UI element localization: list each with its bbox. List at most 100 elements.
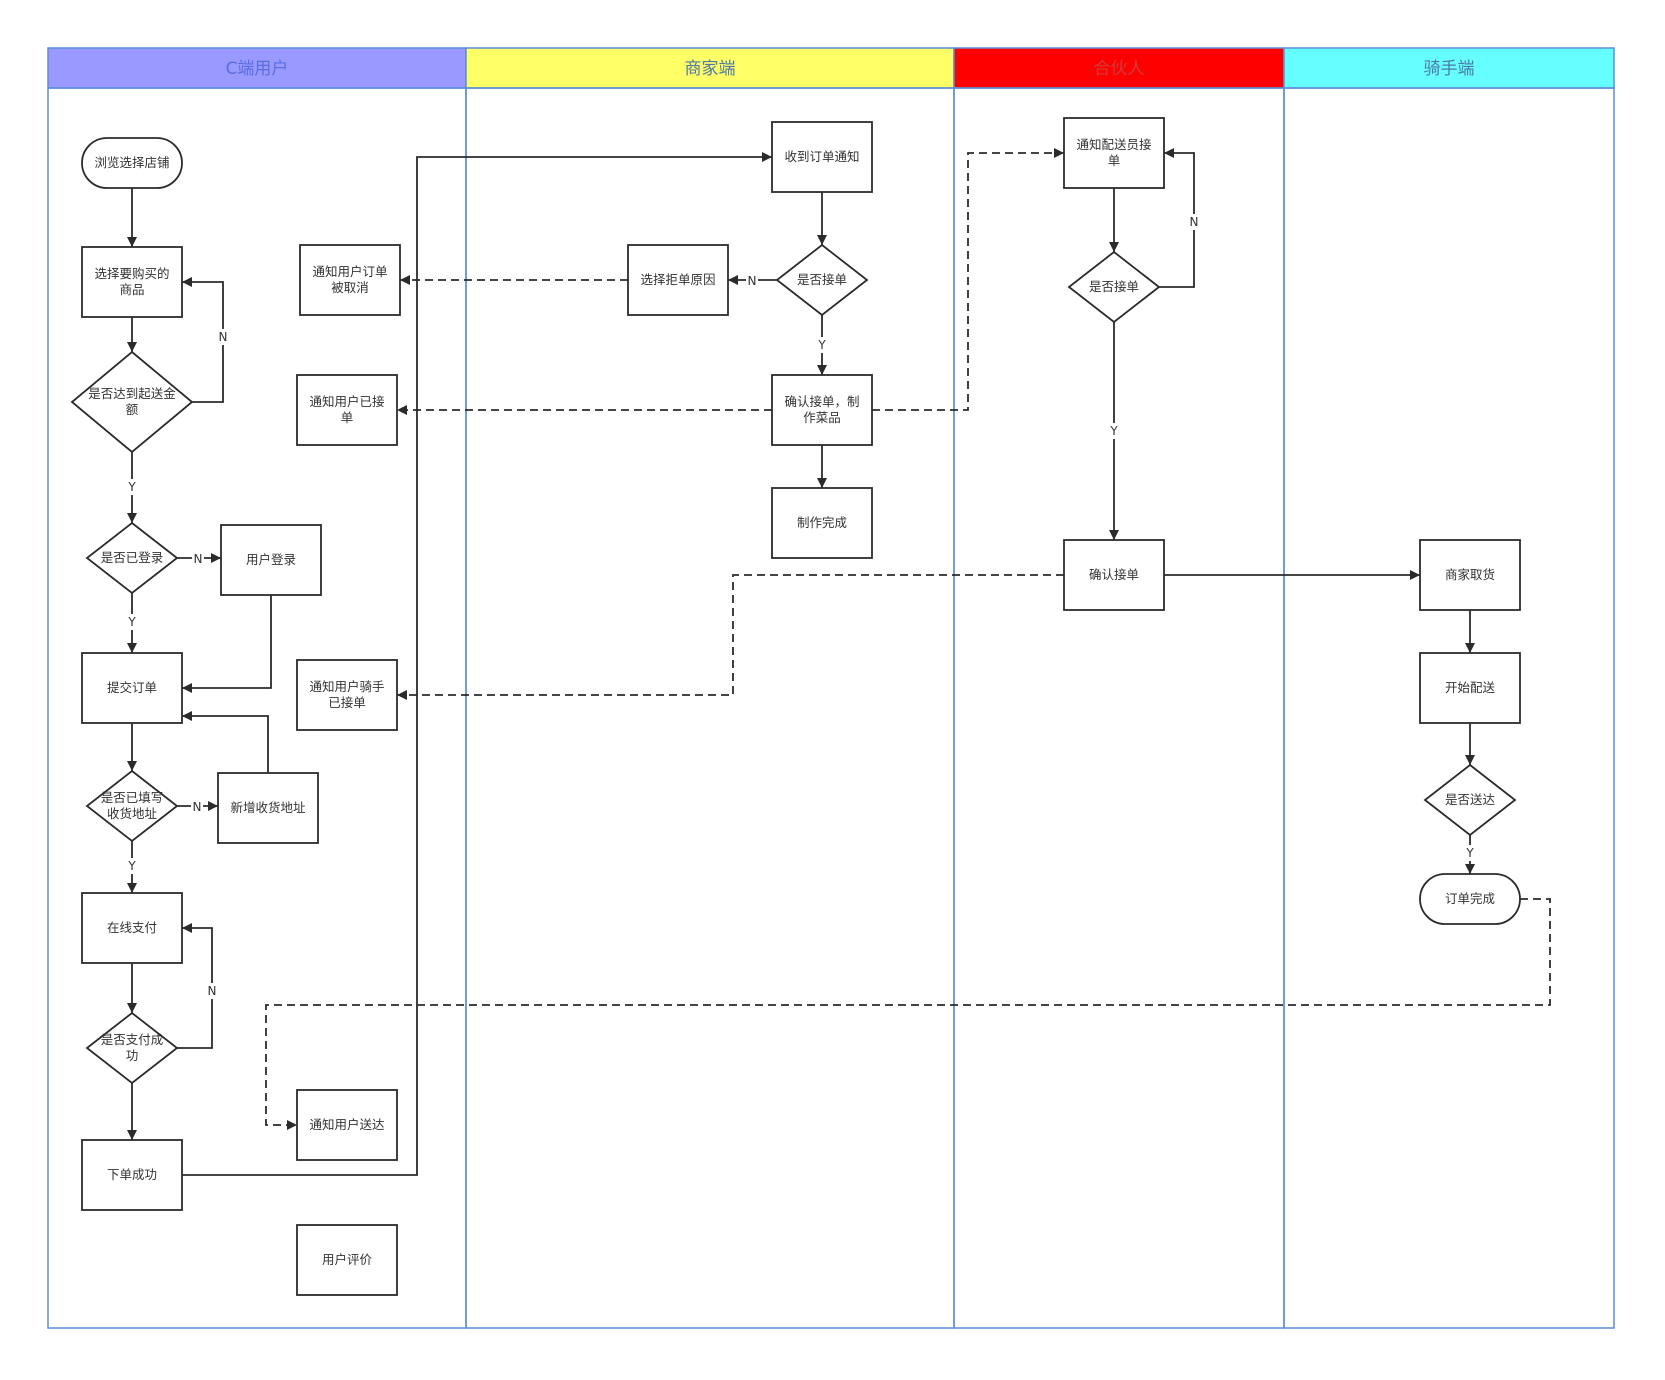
node-label: 订单完成 — [1445, 891, 1495, 906]
node-label: 是否接单 — [1089, 279, 1139, 294]
process-shape — [81, 652, 183, 724]
edge-label-bg-e3 — [217, 329, 229, 345]
node-order_success: 下单成功 — [81, 1139, 183, 1211]
node-label: 单 — [341, 410, 354, 425]
decision-shape — [85, 521, 179, 595]
process-shape — [299, 244, 401, 316]
node-notify_delivered: 通知用户送达 — [296, 1089, 398, 1161]
node-label: 通知用户订单 — [312, 264, 387, 279]
edge-e3 — [182, 277, 224, 403]
edge-label-bg-e13 — [206, 983, 218, 999]
node-label: 功 — [126, 1048, 139, 1063]
node-label: 是否接单 — [797, 272, 847, 287]
node-label: 用户评价 — [322, 1252, 373, 1267]
edge-label-e3: N — [219, 330, 228, 344]
edge-label-bg-e9 — [191, 799, 203, 815]
process-shape — [771, 121, 873, 193]
node-label: 收到订单通知 — [784, 149, 859, 164]
node-reject_reason: 选择拒单原因 — [627, 244, 729, 316]
node-label: 额 — [126, 402, 139, 417]
node-delivered_q: 是否送达 — [1423, 763, 1517, 837]
node-label: 确认接单，制 — [784, 394, 859, 409]
edge-label-e19: Y — [817, 338, 826, 352]
node-rider_accept_q: 是否接单 — [1067, 250, 1161, 324]
node-label: 收货地址 — [107, 806, 158, 821]
lane-title-m: 商家端 — [685, 59, 736, 79]
edge-label-e25: Y — [1109, 424, 1118, 438]
node-pay_online: 在线支付 — [81, 892, 183, 964]
node-label: 新增收货地址 — [230, 800, 306, 815]
nodes: 浏览选择店铺选择要购买的商品是否达到起送金额是否已登录用户登录提交订单是否已填写… — [70, 117, 1521, 1296]
process-shape — [771, 374, 873, 446]
edge-label-bg-e6 — [126, 614, 138, 630]
node-label: 下单成功 — [107, 1167, 157, 1182]
node-start_delivery: 开始配送 — [1419, 652, 1521, 724]
process-shape — [1063, 117, 1165, 189]
edge-e7 — [182, 595, 272, 693]
edge-e10 — [182, 711, 269, 773]
node-confirm_accept: 确认接单 — [1063, 539, 1165, 611]
edge-e26 — [397, 574, 1064, 700]
lane-header-p — [953, 47, 1285, 89]
node-label: 提交订单 — [107, 680, 157, 695]
decision-shape — [775, 243, 869, 317]
node-pickup: 商家取货 — [1419, 539, 1521, 611]
node-label: 用户登录 — [246, 552, 296, 567]
edge-label-e30: Y — [1465, 846, 1474, 860]
process-shape — [81, 246, 183, 318]
edge-e15 — [182, 152, 772, 1176]
edge-label-e4: Y — [127, 480, 136, 494]
process-shape — [771, 487, 873, 559]
node-browse: 浏览选择店铺 — [81, 137, 183, 189]
node-label: 通知用户已接 — [309, 394, 385, 409]
node-label: 是否支付成 — [101, 1032, 164, 1047]
terminal-shape — [1419, 873, 1521, 925]
node-label: 在线支付 — [107, 920, 157, 935]
node-label: 通知用户骑手 — [309, 679, 384, 694]
node-order_complete: 订单完成 — [1419, 873, 1521, 925]
process-shape — [296, 1089, 398, 1161]
edge-e31 — [265, 898, 1551, 1130]
edge-label-e11: Y — [127, 859, 136, 873]
process-shape — [1419, 652, 1521, 724]
edge-label-bg-e24 — [1188, 214, 1200, 230]
process-shape — [1063, 539, 1165, 611]
edge-label-bg-e25 — [1108, 423, 1120, 439]
node-label: 单 — [1108, 153, 1121, 168]
decision-shape — [1423, 763, 1517, 837]
node-label: 商家取货 — [1445, 567, 1495, 582]
node-label: 已接单 — [328, 695, 366, 710]
edge-label-e13: N — [208, 984, 217, 998]
node-accept_q: 是否接单 — [775, 243, 869, 317]
node-submit_order: 提交订单 — [81, 652, 183, 724]
edge-label-bg-e11 — [126, 858, 138, 874]
edge-label-bg-e4 — [126, 479, 138, 495]
decision-shape — [1067, 250, 1161, 324]
edge-label-e6: Y — [127, 615, 136, 629]
node-receive_notice: 收到订单通知 — [771, 121, 873, 193]
process-shape — [1419, 539, 1521, 611]
node-label: 是否已登录 — [101, 550, 164, 565]
lane-header-r — [1283, 47, 1615, 89]
lane-title-p: 合伙人 — [1094, 59, 1145, 79]
lane-header-m — [465, 47, 955, 89]
node-label: 浏览选择店铺 — [94, 155, 169, 170]
node-label: 是否已填写 — [101, 790, 164, 805]
decision-shape — [85, 1011, 179, 1085]
edge-label-bg-e5 — [192, 551, 204, 567]
process-shape — [81, 1139, 183, 1211]
node-label: 选择要购买的 — [94, 266, 169, 281]
node-label: 选择拒单原因 — [640, 272, 715, 287]
node-user_login: 用户登录 — [220, 524, 322, 596]
node-label: 被取消 — [331, 280, 369, 295]
process-shape — [81, 892, 183, 964]
